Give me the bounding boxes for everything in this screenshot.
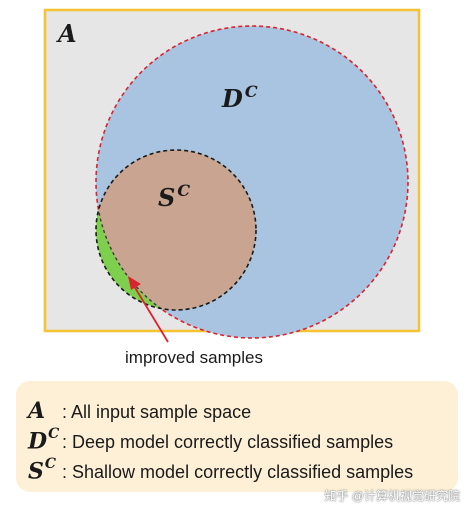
- shallow-model-label-sup: C: [177, 181, 190, 200]
- legend-symbol-shallow-main: S: [28, 458, 44, 485]
- legend-item-deep: DC : Deep model correctly classified sam…: [28, 426, 394, 456]
- legend-symbol-deep-sup: C: [48, 426, 60, 442]
- shallow-model-outline: [95, 149, 257, 311]
- legend-item-shallow: SC : Shallow model correctly classified …: [28, 456, 414, 486]
- legend-item-a: A : All input sample space: [28, 398, 251, 426]
- legend-symbol-a-main: A: [28, 398, 46, 424]
- deep-model-label-main: D: [221, 84, 243, 113]
- shallow-model-label-main: S: [158, 183, 175, 212]
- annotation-label: improved samples: [125, 348, 263, 367]
- annotation-arrow-head: [128, 276, 141, 290]
- legend-symbol-shallow-sup: C: [44, 456, 57, 472]
- legend-text-shallow: : Shallow model correctly classified sam…: [62, 462, 414, 483]
- legend-symbol-deep: DC: [28, 426, 62, 455]
- legend-symbol-shallow: SC: [28, 456, 62, 485]
- legend-symbol-deep-main: D: [28, 428, 48, 455]
- legend-panel: [16, 381, 458, 492]
- legend-text-a: : All input sample space: [62, 402, 252, 422]
- legend-symbol-a: A: [28, 398, 62, 424]
- annotation-arrow-line: [133, 285, 169, 343]
- watermark-text: 知乎 @计算机视觉研究院: [324, 489, 460, 503]
- universe-label: A: [56, 19, 77, 48]
- deep-model-label-sup: C: [245, 82, 258, 101]
- legend-text-deep: : Deep model correctly classified sample…: [62, 432, 394, 453]
